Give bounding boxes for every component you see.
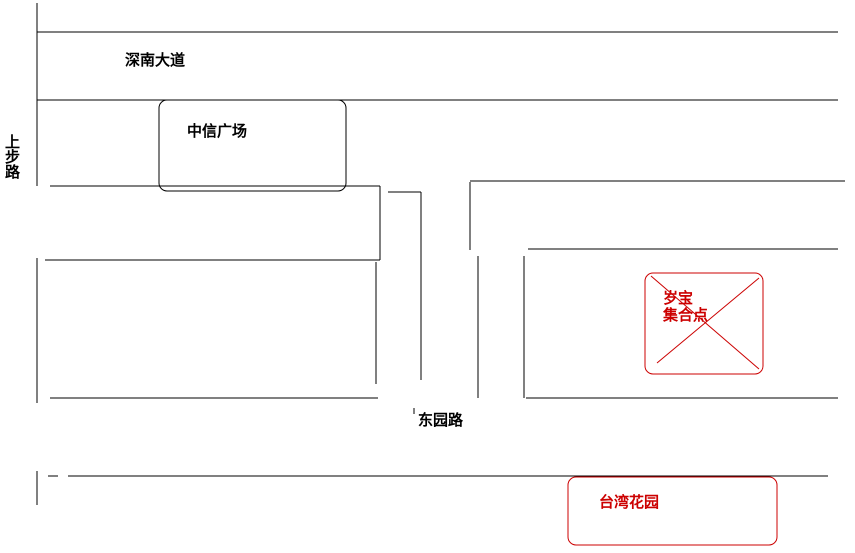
meeting-point-cross (656, 277, 760, 364)
road-label-shennan: 深南大道 (125, 51, 186, 69)
highlight-marks (567, 272, 778, 546)
place-label-zhongxin: 中信广场 (187, 122, 248, 140)
road-lines (36, 3, 845, 505)
zhongxin-box (158, 99, 347, 192)
place-label-meeting-point: 集合点 (663, 306, 709, 324)
road-label-dongyuan: 东园路 (418, 411, 464, 429)
taiwan-garden-box (567, 476, 778, 546)
place-label-suibao: 岁宝 (663, 289, 694, 307)
meeting-point-box (644, 272, 764, 375)
place-label-taiwan-garden: 台湾花园 (599, 493, 660, 511)
road-label-shangbu: 上步路 (3, 134, 21, 179)
